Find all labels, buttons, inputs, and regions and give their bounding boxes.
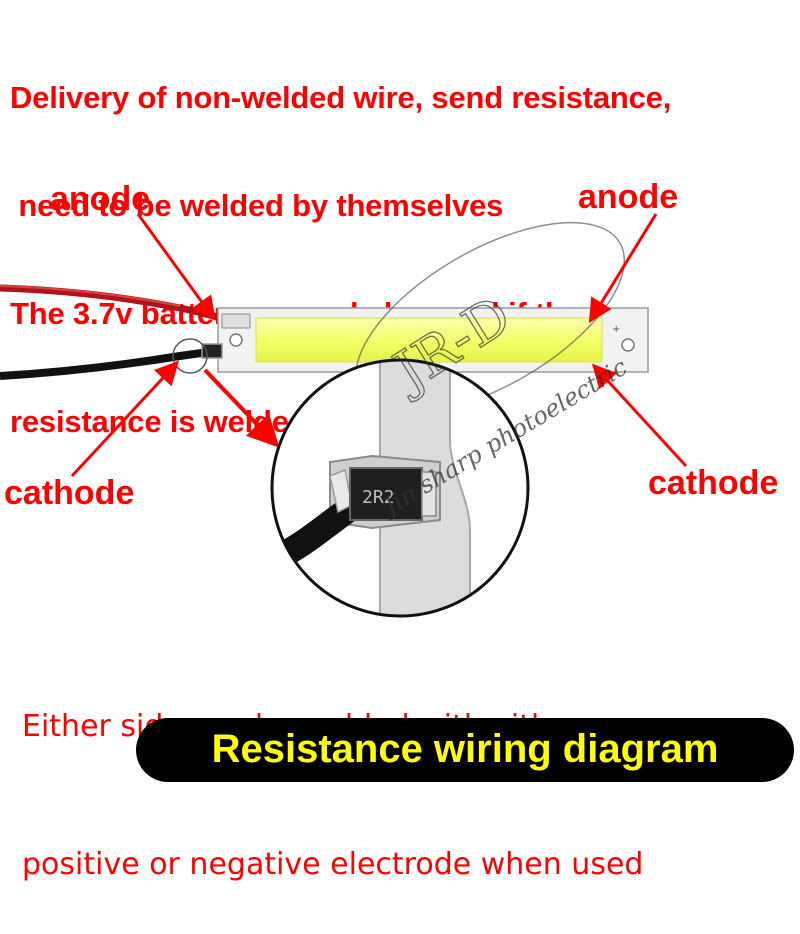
title-banner-text: Resistance wiring diagram <box>211 727 719 771</box>
label-anode-right: anode <box>578 178 679 216</box>
arrow-magnify <box>203 368 280 448</box>
resistor-highlight-circle <box>172 338 208 374</box>
resistor-chip <box>349 467 423 521</box>
resistor-code: 2R2 <box>362 487 395 508</box>
label-anode-left: anode <box>50 180 151 218</box>
arrow-anode-left <box>136 213 216 321</box>
led-strip <box>255 317 603 363</box>
black-wire <box>0 348 213 380</box>
title-banner <box>136 718 794 782</box>
board-resistor-small <box>201 343 223 359</box>
label-cathode-right: cathode <box>648 464 779 502</box>
arrow-anode-right <box>588 213 658 324</box>
magnified-view: 2R2 <box>272 360 528 616</box>
wiring-diagram: + 2R2 JR-D Jin sharp photoelectric <box>0 213 688 618</box>
arrow-cathode-left <box>70 360 180 478</box>
notice-line-2: need to be welded by themselves <box>10 188 504 223</box>
svg-text:+: + <box>612 324 620 335</box>
notice-line-1: Delivery of non-welded wire, send resist… <box>10 80 672 115</box>
electrode-note-line-2: positive or negative electrode when used <box>22 847 644 882</box>
red-wire <box>0 284 223 322</box>
arrow-cathode-right <box>591 363 688 468</box>
label-cathode-left: cathode <box>4 474 135 512</box>
